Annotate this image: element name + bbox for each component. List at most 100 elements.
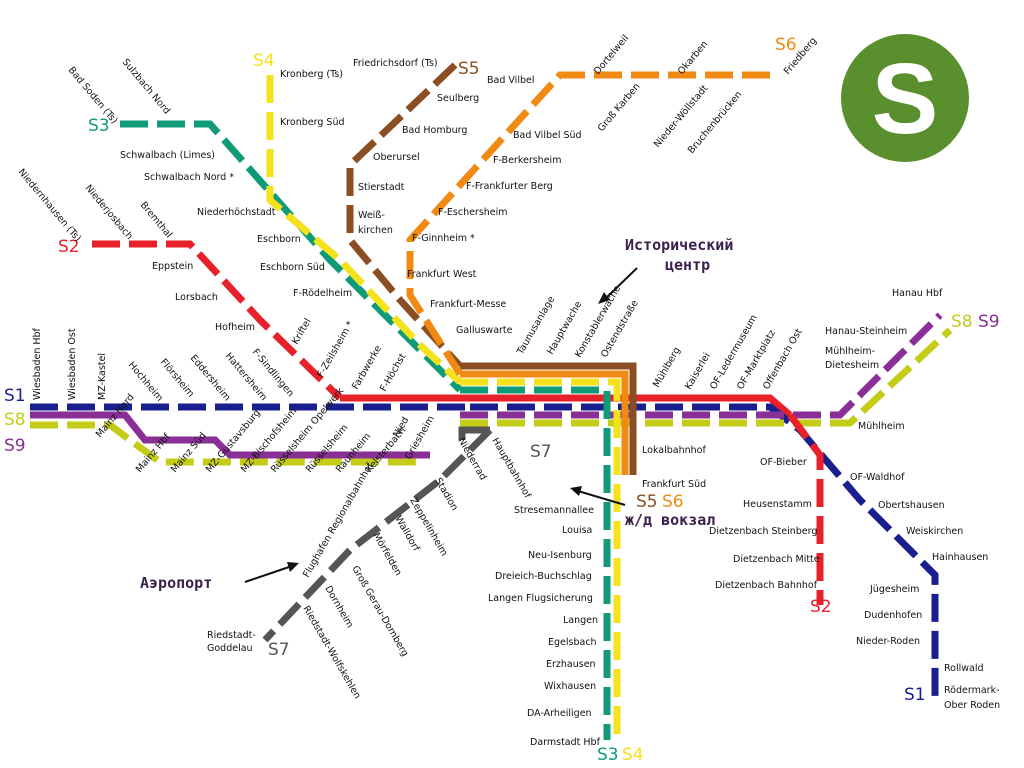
label-s7-center: S7 (530, 442, 552, 462)
station-seulberg: Seulberg (437, 93, 479, 104)
station-bremthal: Bremthal (138, 200, 174, 240)
station-stadion: Stadion (432, 476, 460, 513)
station-mz-kastel: MZ-Kastel (97, 353, 108, 400)
label-s8-west: S8 (4, 410, 26, 430)
station-roedermark-line2: Ober Roden (944, 700, 1000, 711)
station-wiesbaden-hbf: Wiesbaden Hbf (32, 327, 43, 400)
station-kronberg-sued: Kronberg Süd (280, 117, 345, 128)
station-langen: Langen (563, 615, 598, 626)
station-muehlheim-dietesheim-line1: Mühlheim- (825, 346, 875, 357)
station-f-hoechst: F-Höchst (378, 352, 409, 394)
station-stresemannallee: Stresemannallee (514, 505, 594, 516)
label-s5-north: S5 (458, 59, 480, 79)
station-erzhausen: Erzhausen (546, 659, 596, 670)
station-niederhoechstadt: Niederhöchstadt (197, 207, 276, 218)
city-s2 (340, 394, 793, 418)
station-egelsbach: Egelsbach (548, 637, 597, 648)
station-roedermark-line1: Rödermark- (944, 685, 1000, 696)
arrowhead-airport-icon (287, 562, 299, 572)
s2-west-branch (92, 240, 343, 401)
label-s2-west: S2 (58, 237, 80, 257)
city-s9 (460, 312, 943, 419)
station-f-berkersheim: F-Berkersheim (493, 155, 561, 166)
station-walldorf: Walldorf (392, 514, 421, 554)
station-da-arheilgen: DA-Arheiligen (527, 708, 592, 719)
station-niedernhausen: Niedernhausen (Ts) (16, 167, 83, 244)
station-lorsbach: Lorsbach (175, 292, 218, 303)
logo-letter: S (872, 43, 939, 155)
city-s7 (458, 426, 490, 440)
s6-north-branch (406, 71, 770, 376)
station-niederjosbach: Niederjosbach (83, 183, 135, 242)
line-labels: S1 S8 S9 S2 S3 S4 S5 S6 S8 S9 S7 S7 S5 S… (4, 35, 1000, 765)
station-kronberg: Kronberg (Ts) (280, 69, 343, 80)
station-muehlheim-dietesheim-line2: Dietesheim (825, 360, 879, 371)
arrow-airport-icon (244, 565, 293, 583)
station-of-bieber: OF-Bieber (760, 457, 807, 468)
station-neu-isenburg: Neu-Isenburg (528, 550, 592, 561)
station-frankfurt-west: Frankfurt West (407, 269, 477, 280)
s7-south-branch (262, 427, 493, 643)
label-s1-east: S1 (904, 685, 926, 705)
station-langen-flug: Langen Flugsicherung (488, 593, 593, 604)
station-dudenhofen: Dudenhofen (864, 610, 922, 621)
station-goddelau-line2: Goddelau (207, 643, 253, 654)
station-nieder-roden: Nieder-Roden (856, 636, 920, 647)
city-s5 (460, 362, 637, 475)
s4-north-branch (266, 75, 463, 385)
city-s4 (460, 378, 621, 740)
s3-north-branch (120, 120, 463, 393)
station-dietzenbach-mitte: Dietzenbach Mitte (733, 554, 820, 565)
city-s6 (460, 370, 629, 475)
station-dornheim: Dornheim (322, 584, 355, 630)
station-friedrichsdorf: Friedrichsdorf (Ts) (353, 58, 438, 69)
label-s3-south: S3 (597, 745, 619, 765)
station-hainhausen: Hainhausen (932, 552, 988, 563)
station-frankfurt-messe: Frankfurt-Messe (430, 299, 506, 310)
station-of-waldhof: OF-Waldhof (850, 472, 905, 483)
station-dietzenbach-bahnhof: Dietzenbach Bahnhof (715, 580, 818, 591)
station-darmstadt-hbf: Darmstadt Hbf (530, 737, 601, 748)
station-muehlberg: Mühlberg (651, 345, 683, 389)
station-farbwerke: Farbwerke (350, 344, 384, 392)
station-okarben: Okarben (676, 39, 710, 77)
central-trunk (30, 312, 953, 740)
station-muehlheim: Mühlheim (858, 421, 905, 432)
label-s8-east: S8 (951, 312, 973, 332)
station-dietzenbach-steinberg: Dietzenbach Steinberg (709, 526, 817, 537)
city-s1 (470, 403, 939, 700)
station-obertshausen: Obertshausen (878, 500, 945, 511)
route-lines (30, 62, 953, 740)
annotations: Исторический центр ж/д вокзал Аэропорт (140, 236, 733, 592)
label-s7-south: S7 (268, 640, 290, 660)
station-galluswarte: Galluswarte (456, 325, 513, 336)
station-f-eschersheim: F-Eschersheim (438, 207, 508, 218)
station-weisskirchen-line1: Weiß- (358, 210, 385, 221)
station-f-roedelheim: F-Rödelheim (293, 288, 352, 299)
station-moerfelden: Mörfelden (370, 531, 403, 578)
s5-north-branch (346, 62, 463, 369)
station-stierstadt: Stierstadt (358, 182, 405, 193)
arrow-station-icon (577, 490, 626, 506)
label-s4-north: S4 (253, 51, 275, 71)
annotation-airport: Аэропорт (140, 574, 212, 592)
station-schwalbach-nord: Schwalbach Nord * (144, 172, 234, 183)
station-wolfskehlen: Riedstadt-Wolfskehlen (300, 604, 362, 701)
station-goddelau-line1: Riedstadt- (207, 630, 256, 641)
station-weiskirchen: Weiskirchen (906, 526, 963, 537)
station-louisa: Louisa (562, 525, 592, 536)
station-f-zeilsheim: F-Zeilsheim * (315, 319, 356, 379)
label-s4-south: S4 (622, 745, 644, 765)
station-eschborn: Eschborn (257, 234, 301, 245)
station-hofheim: Hofheim (215, 322, 255, 333)
city-s8 (460, 327, 953, 427)
station-hanau-hbf: Hanau Hbf (892, 288, 943, 299)
annotation-historic-line2: центр (665, 256, 710, 274)
station-konstablerwache: Konstablerwache (573, 284, 623, 360)
station-dreieich: Dreieich-Buchschlag (495, 571, 592, 582)
station-eppstein: Eppstein (152, 261, 193, 272)
label-s3-west: S3 (88, 116, 110, 136)
trunk-s8 (30, 421, 420, 466)
